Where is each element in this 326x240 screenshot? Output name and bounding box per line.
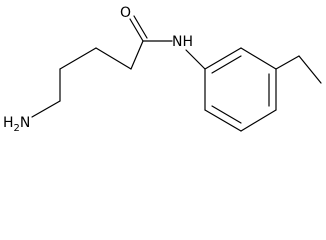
- bond-carbonyl-o-2: [133, 15, 148, 39]
- bond-n-ring: [185, 49, 206, 70]
- structure-canvas: O NH H2N: [3, 5, 322, 134]
- ring-double-1: [211, 55, 242, 74]
- ring-double-3: [211, 105, 242, 124]
- ring-bond-4: [240, 109, 277, 132]
- amine-h: H: [3, 115, 14, 131]
- bond-carbonyl-o-1: [129, 18, 144, 42]
- bond-n-c1: [31, 100, 61, 118]
- molecule-diagram: O NH H2N: [3, 5, 322, 134]
- amine-n: N: [20, 115, 30, 131]
- oxygen-label: O: [120, 5, 131, 21]
- bond-c3-c4: [95, 47, 132, 70]
- ring-bond-1: [204, 47, 242, 70]
- ring-bond-2: [240, 47, 277, 70]
- amide-nitrogen-label: NH: [172, 34, 193, 50]
- ring-bond-5: [204, 109, 242, 132]
- bond-c2-c3: [59, 47, 97, 70]
- bond-ethyl: [298, 55, 322, 84]
- amine-label: H2N: [3, 115, 30, 134]
- amine-subscript: 2: [14, 123, 20, 134]
- bond-c4-carbonyl: [130, 40, 144, 70]
- bond-ring-ethyl: [275, 55, 300, 70]
